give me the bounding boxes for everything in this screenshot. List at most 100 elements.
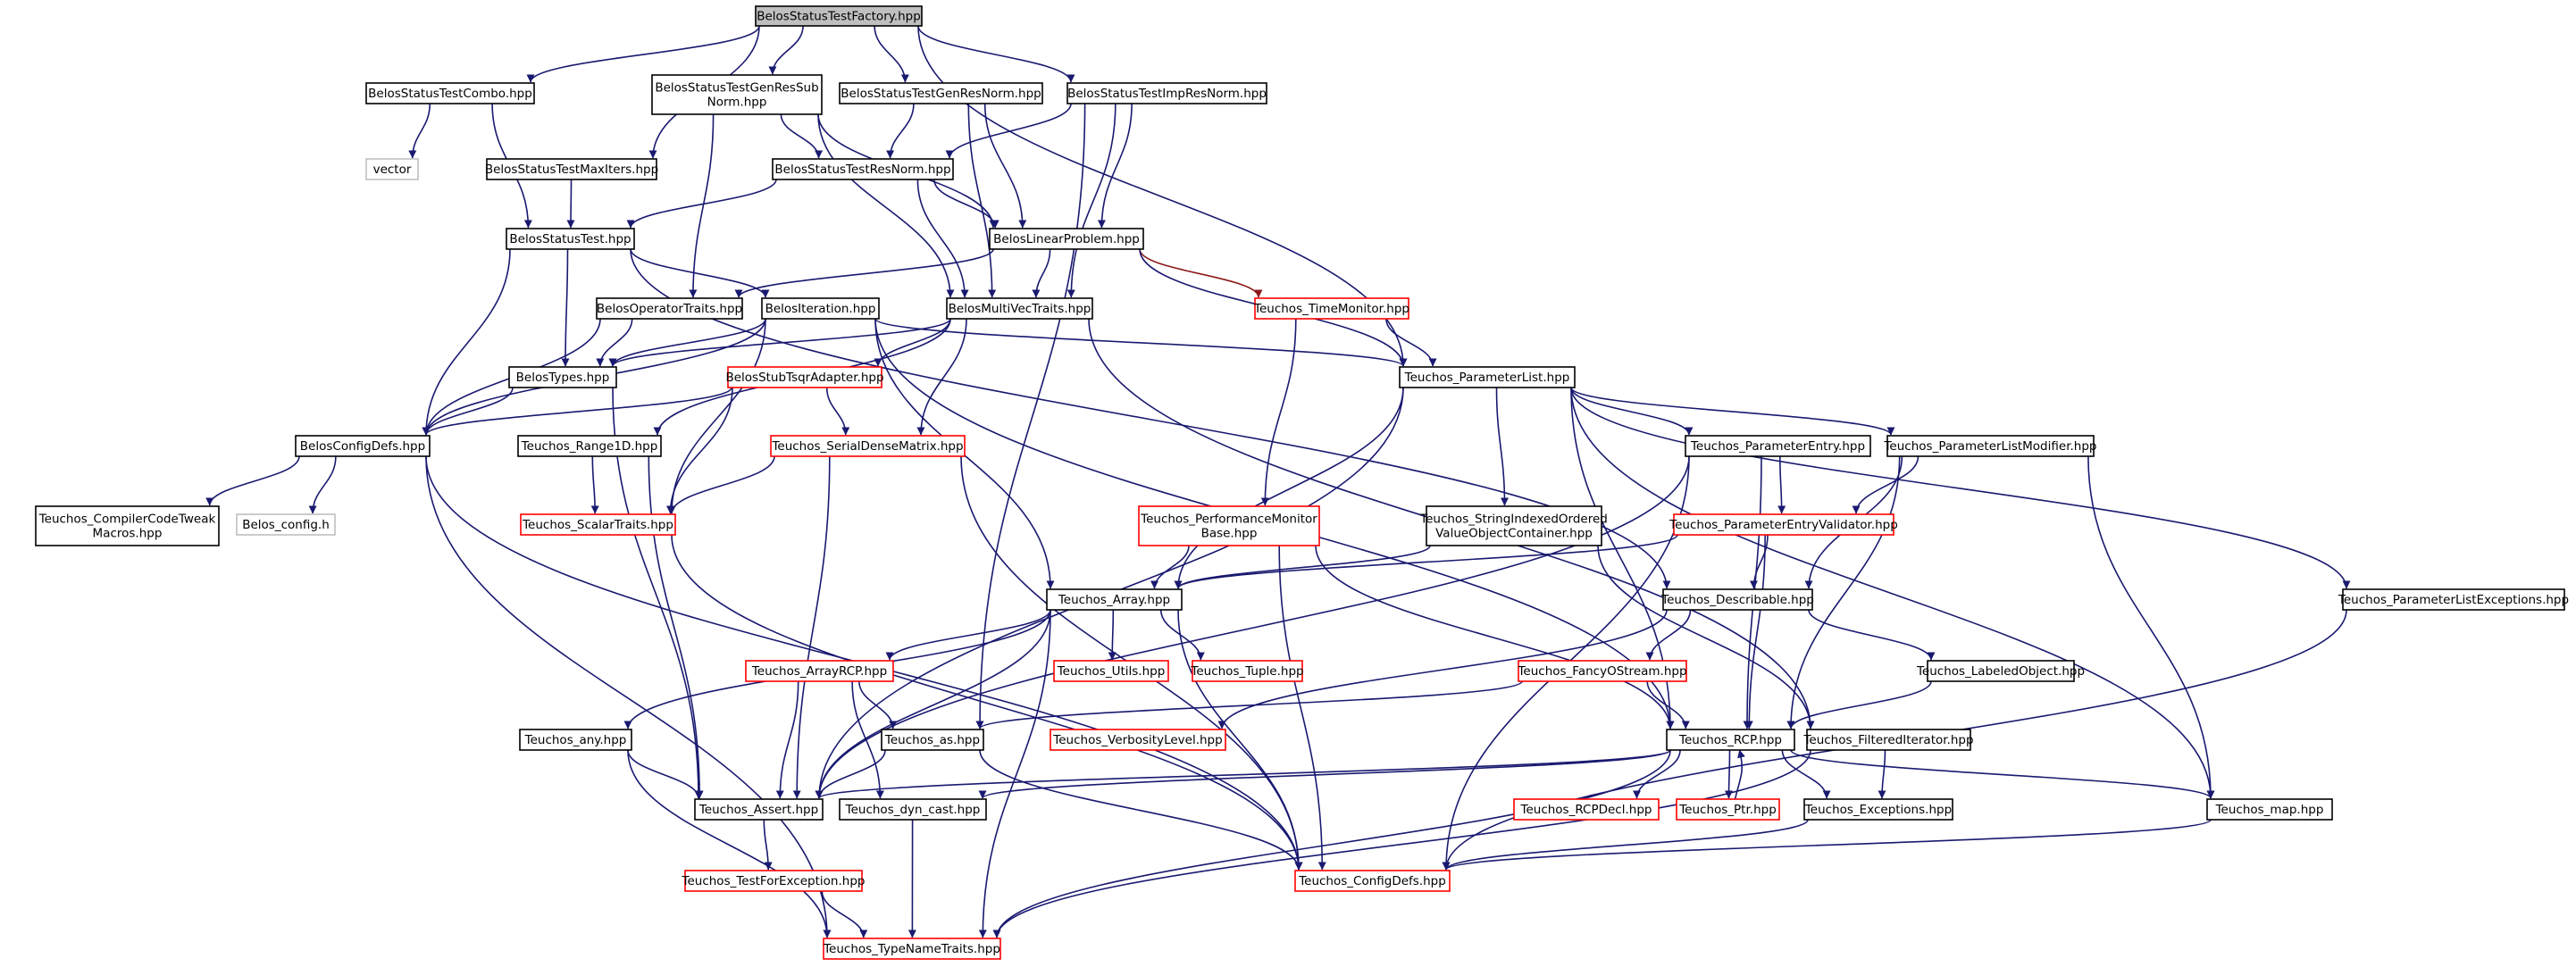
dependency-edge (1150, 545, 1190, 589)
edge-path (874, 318, 1408, 367)
file-node[interactable]: BelosStatusTestCombo.hpp (365, 82, 535, 104)
file-node[interactable]: Teuchos_as.hpp (881, 729, 984, 751)
edge-path (1174, 387, 1404, 589)
edge-path (945, 103, 1072, 159)
file-node[interactable]: BelosStatusTestImpResNorm.hpp (1066, 82, 1267, 104)
file-node[interactable]: Teuchos_Exceptions.hpp (1803, 798, 1953, 821)
node-box (1803, 798, 1953, 821)
file-node[interactable]: BelosMultiVecTraits.hpp (946, 297, 1093, 320)
node-label: Teuchos_dyn_cast.hpp (845, 803, 981, 817)
edge-path (978, 609, 1051, 938)
edge-path (205, 455, 300, 506)
edge-path (768, 25, 804, 75)
file-node[interactable]: Teuchos_Array.hpp (1046, 588, 1183, 611)
file-node[interactable]: Teuchos_SerialDenseMatrix.hpp (770, 435, 966, 457)
node-label: Teuchos_Ptr.hpp (1678, 803, 1777, 817)
file-node[interactable]: Teuchos_map.hpp (2206, 798, 2333, 821)
file-node[interactable]: Teuchos_RCP.hpp (1666, 729, 1795, 751)
file-node[interactable]: Teuchos_ArrayRCP.hpp (745, 660, 894, 682)
dependency-edge (627, 749, 703, 799)
file-node[interactable]: BelosLinearProblem.hpp (989, 228, 1144, 250)
dependency-edge (667, 318, 766, 514)
file-node[interactable]: BelosStatusTestResNorm.hpp (772, 158, 954, 180)
node-box (365, 82, 535, 104)
dependency-edge (627, 749, 832, 938)
node-label: BelosIteration.hpp (765, 302, 876, 316)
node-box (839, 798, 987, 821)
edge-path (667, 318, 766, 514)
file-node[interactable]: BelosConfigDefs.hpp (295, 435, 431, 457)
file-node[interactable]: Teuchos_Describable.hpp (1660, 588, 1814, 611)
edge-path (1260, 318, 1297, 506)
edge-path (815, 749, 1671, 799)
node-label: Teuchos_any.hpp (524, 733, 627, 747)
file-node[interactable]: Teuchos_any.hpp (519, 729, 632, 751)
edge-path (886, 103, 915, 159)
dependency-edge (874, 25, 909, 83)
edge-path (1725, 749, 1734, 799)
edge-path (1032, 248, 1051, 298)
file-node[interactable]: Teuchos_StringIndexedOrderedValueObjectC… (1419, 505, 1608, 546)
dependency-edge (1570, 387, 1895, 436)
edge-path (1852, 455, 1919, 514)
file-node[interactable]: Teuchos_ScalarTraits.hpp (520, 513, 676, 536)
file-node[interactable]: Teuchos_FilteredIterator.hpp (1802, 729, 1974, 751)
node-label: Teuchos_VerbosityLevel.hpp (1052, 733, 1222, 747)
node-label: BelosLinearProblem.hpp (993, 232, 1140, 246)
dependency-edge (917, 25, 1075, 83)
file-node[interactable]: Teuchos_TimeMonitor.hpp (1253, 297, 1409, 320)
file-node[interactable]: Teuchos_ParameterEntry.hpp (1685, 435, 1871, 457)
edge-path (1150, 545, 1190, 589)
node-box (1046, 588, 1183, 611)
file-node[interactable]: BelosStubTsqrAdapter.hpp (725, 366, 884, 388)
edge-path (763, 819, 773, 871)
file-node[interactable]: BelosStatusTestGenResNorm.hpp (839, 82, 1043, 104)
file-node[interactable]: Teuchos_LabeledObject.hpp (1916, 660, 2085, 682)
edge-path (1570, 387, 1694, 436)
edge-path (566, 179, 575, 229)
dependency-edge (608, 318, 766, 367)
file-node[interactable]: Teuchos_ConfigDefs.hpp (1294, 870, 1451, 892)
dependency-edge (1878, 749, 1886, 799)
dependency-edge (1177, 609, 1303, 871)
file-node[interactable]: Teuchos_TypeNameTraits.hpp (823, 938, 1001, 960)
edge-path (1097, 103, 1133, 229)
edge-path (1315, 545, 1675, 729)
file-node[interactable]: Teuchos_FancyOStream.hpp (1517, 660, 1687, 682)
edge-path (1174, 534, 1678, 589)
file-node[interactable]: BelosTypes.hpp (508, 366, 617, 388)
node-label: BelosConfigDefs.hpp (300, 439, 425, 454)
file-node[interactable]: BelosOperatorTraits.hpp (596, 297, 743, 320)
file-node[interactable]: Teuchos_dyn_cast.hpp (839, 798, 987, 821)
file-node[interactable]: Teuchos_Assert.hpp (694, 798, 824, 821)
node-box (839, 82, 1043, 104)
file-node[interactable]: BelosStatusTest.hpp (506, 228, 635, 250)
file-node[interactable]: Teuchos_TestForException.hpp (682, 870, 866, 892)
file-node[interactable]: BelosStatusTestMaxIters.hpp (485, 158, 658, 180)
dependency-edge (1597, 545, 1815, 729)
file-node[interactable]: Teuchos_VerbosityLevel.hpp (1050, 729, 1226, 751)
file-node[interactable]: Teuchos_Range1D.hpp (517, 435, 662, 457)
dependency-edge (967, 103, 997, 298)
node-box (2342, 588, 2565, 611)
node-box (946, 297, 1093, 320)
file-node[interactable]: Teuchos_Ptr.hpp (1676, 798, 1780, 821)
dependency-edge (590, 455, 599, 514)
edge-path (967, 103, 997, 298)
file-node[interactable]: Teuchos_ParameterListModifier.hpp (1883, 435, 2097, 457)
file-node[interactable]: Teuchos_ParameterListExceptions.hpp (2338, 588, 2569, 611)
file-node[interactable]: Teuchos_Tuple.hpp (1190, 660, 1304, 682)
file-node[interactable]: BelosIteration.hpp (761, 297, 880, 320)
file-node[interactable]: Teuchos_ParameterList.hpp (1399, 366, 1576, 388)
node-label: Teuchos_FilteredIterator.hpp (1802, 733, 1973, 747)
file-node[interactable]: Teuchos_ParameterEntryValidator.hpp (1669, 513, 1898, 536)
file-node[interactable]: Teuchos_Utils.hpp (1053, 660, 1169, 682)
edge-path (933, 179, 999, 229)
file-node[interactable]: Teuchos_RCPDecl.hpp (1513, 798, 1660, 821)
edge-path (825, 387, 850, 436)
dependency-edge (1633, 749, 1681, 799)
dependency-edge (422, 248, 511, 436)
